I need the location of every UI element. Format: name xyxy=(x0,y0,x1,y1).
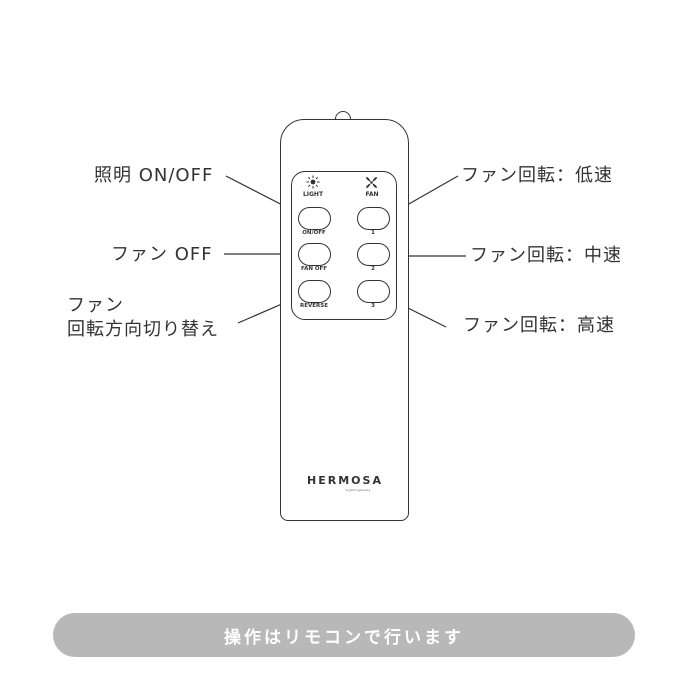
callout-reverse-line1: ファン xyxy=(67,295,124,316)
fan-speed-3-button[interactable] xyxy=(357,280,390,303)
brand-logo: HERMOSA xyxy=(307,474,383,487)
fan-speed-2-label: 2 xyxy=(371,266,375,272)
brand-subtitle: Lightingworks xyxy=(345,488,371,492)
fan-column-label: FAN xyxy=(365,191,379,198)
callout-speed-low: ファン回転：低速 xyxy=(461,165,613,186)
fan-off-button[interactable] xyxy=(298,243,331,266)
callout-speed-mid: ファン回転：中速 xyxy=(470,245,622,266)
callout-speed-high: ファン回転：高速 xyxy=(463,315,615,336)
light-on-off-button[interactable] xyxy=(298,207,331,230)
fan-speed-1-label: 1 xyxy=(371,230,375,236)
reverse-label: REVERSE xyxy=(300,303,328,309)
banner-text: 操作はリモコンで行います xyxy=(224,627,464,648)
fan-icon xyxy=(366,177,377,188)
fan-speed-1-button[interactable] xyxy=(357,207,390,230)
callout-reverse-line2: 回転方向切り替え xyxy=(67,319,219,340)
button-panel xyxy=(291,171,397,320)
sun-icon xyxy=(306,175,320,189)
callout-fan-off: ファン OFF xyxy=(111,244,213,265)
reverse-button[interactable] xyxy=(298,280,331,303)
fan-speed-3-label: 3 xyxy=(371,303,375,309)
callout-light: 照明 ON/OFF xyxy=(94,165,214,186)
fan-speed-2-button[interactable] xyxy=(357,243,390,266)
light-on-off-label: ON/OFF xyxy=(302,230,326,236)
remote-control xyxy=(280,119,409,521)
light-column-label: LIGHT xyxy=(302,191,324,198)
instruction-banner: 操作はリモコンで行います xyxy=(53,613,635,657)
fan-off-label: FAN OFF xyxy=(300,266,328,272)
